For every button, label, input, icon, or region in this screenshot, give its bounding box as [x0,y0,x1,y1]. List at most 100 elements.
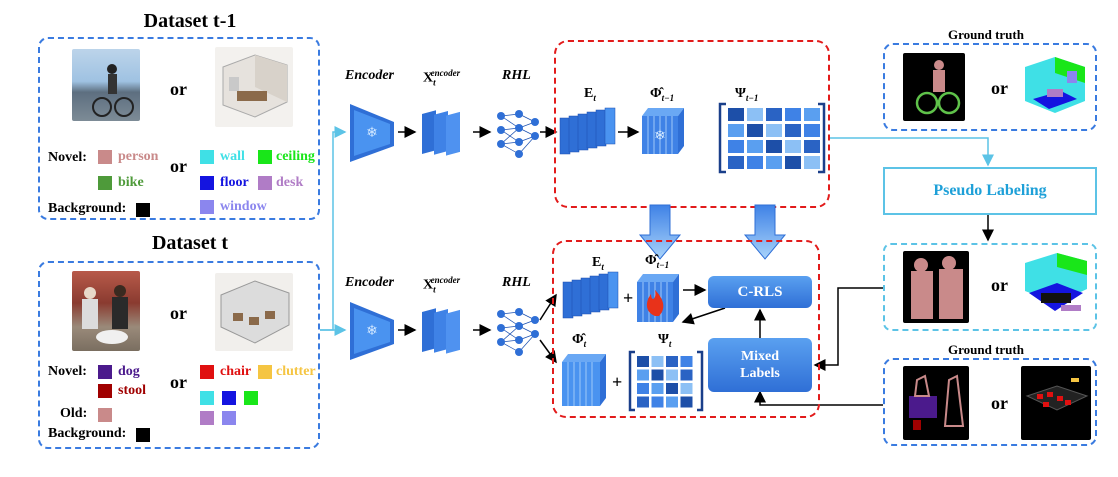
matrix-cell [747,124,763,137]
snowflake-icon: ❄ [366,126,378,141]
legend-window: window [220,199,267,214]
matrix-cell [680,369,693,381]
matrix-cell [804,140,820,153]
legend-swatch-old-desk [200,411,214,425]
psi-matrix-top [718,102,826,174]
legend-swatch-old-wall [200,391,214,405]
matrix-cell [728,140,744,153]
matrix-cell [651,383,664,394]
snowflake-icon: ❄ [366,324,378,339]
down-arrow-psi [743,204,787,260]
rhl-network-icon-bottom [497,308,539,356]
legend-swatch-chair [200,365,214,379]
or-text: or [170,79,187,99]
matrix-cell [680,383,693,394]
gt-mask-person-bike [903,53,965,121]
flame-icon [646,290,664,316]
legend-swatch-stool [98,384,112,398]
image-people-dog [72,271,140,351]
legend-bike: bike [118,175,144,190]
legend-swatch-wall [200,150,214,164]
rhl-label-top: RHL [502,68,531,83]
novel-label: Novel: [48,150,87,165]
matrix-cell [804,108,820,121]
or-text: or [991,393,1008,413]
pseudo-mask-office [1021,249,1091,325]
legend-dog: dog [118,364,140,379]
matrix-cell [637,356,649,367]
image-person-bike [72,49,140,121]
matrix-cell [785,140,801,153]
matrix-cell [766,156,782,169]
down-arrow-phi [638,204,682,260]
or-text-legend: or [170,156,187,176]
matrix-cell [666,369,678,381]
or-text-legend: or [170,372,187,392]
psi-label-top: Ψt−1 [735,86,759,103]
matrix-cell [637,369,649,381]
legend-floor: floor [220,175,249,190]
matrix-cell [637,383,649,394]
legend-desk: desk [276,175,304,190]
x-encoder-block-top [422,110,460,156]
matrix-cell [785,156,801,169]
e-block-top [559,107,616,155]
encoder-label-top: Encoder [345,68,394,83]
arrow-psi-to-pseudo [828,137,994,167]
phi-prev-block-bottom [637,274,679,322]
legend-chair: chair [220,364,252,379]
ground-truth-title-top: Ground truth [948,27,1024,42]
matrix-cell [637,396,649,408]
legend-swatch-window [200,200,214,214]
new-model-group [552,240,820,418]
matrix-cell [804,124,820,137]
phi-block-bottom [562,354,606,406]
legend-swatch-old-person [98,408,112,422]
psi-matrix-bottom [628,350,704,412]
ground-truth-title-bottom: Ground truth [948,342,1024,357]
image-office-3d [215,273,293,351]
matrix-cell [728,124,744,137]
c-rls-button: C-RLS [708,276,812,308]
background-label: Background: [48,426,127,441]
pseudo-mask-people [903,251,969,323]
matrix-cell [651,369,664,381]
old-model-group [554,40,830,208]
matrix-cell [766,140,782,153]
arrow-gt-mixed [754,390,883,406]
legend-swatch-background [136,203,150,217]
matrix-cell [680,356,693,367]
arrow-data-to-encoder-top [320,126,347,331]
matrix-cell [747,108,763,121]
legend-swatch-old-window [222,411,236,425]
legend-wall: wall [220,149,245,164]
matrix-cell [666,383,678,394]
legend-clutter: clutter [276,364,316,379]
matrix-cell [766,108,782,121]
pseudo-label-panel: or [883,243,1097,331]
legend-swatch-clutter [258,365,272,379]
matrix-cell [666,356,678,367]
matrix-cell [785,108,801,121]
encoder-label-bottom: Encoder [345,275,394,290]
legend-swatch-background [136,428,150,442]
encoder-block-bottom: ❄ [350,302,394,360]
ground-truth-panel-top: or [883,43,1097,131]
matrix-cell [680,396,693,408]
pseudo-labeling-box: Pseudo Labeling [883,167,1097,215]
image-room-3d [215,47,293,127]
phi-prev-label-bottom: Φ̂t−1 [645,253,670,270]
x-encoder-label-top: Xtencoder [423,68,461,88]
or-text: or [991,275,1008,295]
phi-block-top: ❄ [642,108,684,154]
snowflake-icon: ❄ [654,129,666,144]
legend-swatch-old-ceiling [244,391,258,405]
phi-label-bottom: Φ̂t [572,332,587,349]
dataset-prev-panel: or Novel: person bike Background: or wal… [38,37,320,220]
legend-ceiling: ceiling [276,149,315,164]
matrix-cell [728,108,744,121]
e-block-bottom [562,271,619,319]
plus-sign-phi-psi: + [612,372,623,392]
old-label: Old: [60,406,88,421]
